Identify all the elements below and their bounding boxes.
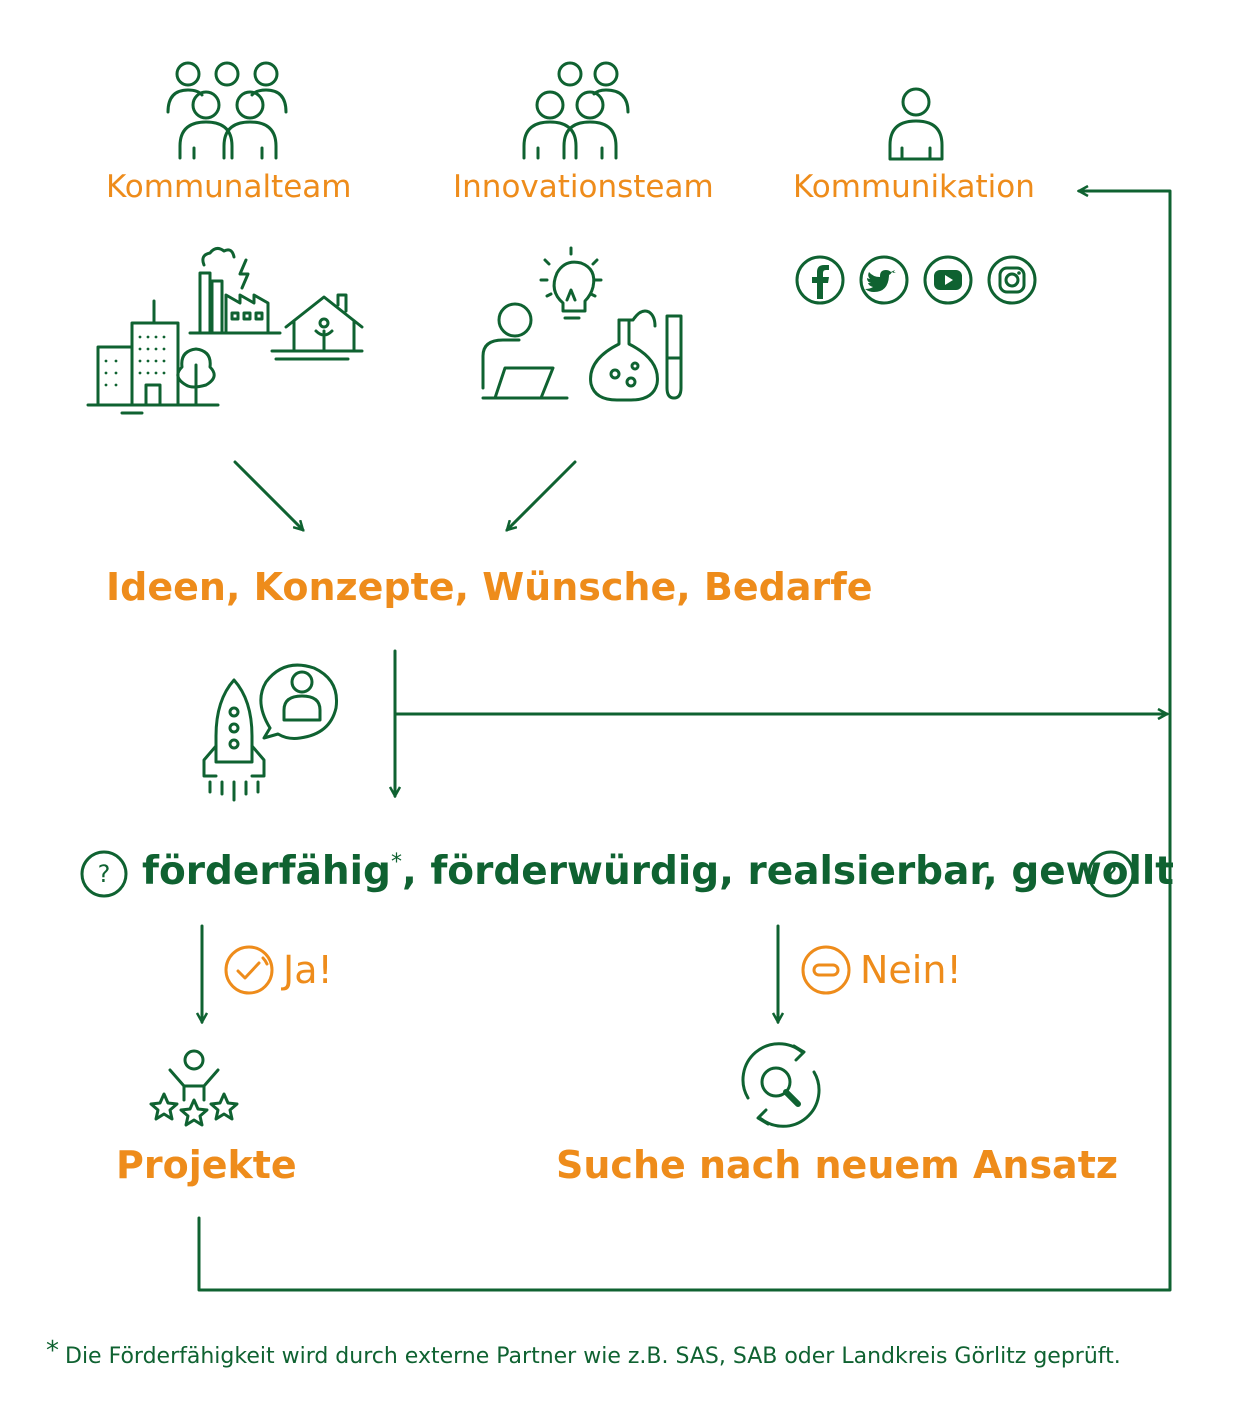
question-rest: , förderwürdig, realsierbar, gewollt xyxy=(401,849,1174,894)
search-label: Suche nach neuem Ansatz xyxy=(556,1143,1118,1187)
team-label-kommunal: Kommunalteam xyxy=(106,169,352,205)
youtube-icon[interactable] xyxy=(923,255,973,305)
no-label: Nein! xyxy=(860,948,962,992)
team-label-kommunikation: Kommunikation xyxy=(793,169,1035,205)
question-text: förderfähig*, förderwürdig, realsierbar,… xyxy=(142,849,1174,894)
question-first-criterion: förderfähig xyxy=(142,849,391,894)
svg-text:?: ? xyxy=(98,860,111,888)
feedback-loop-line xyxy=(197,191,1172,1292)
question-asterisk: * xyxy=(390,850,402,875)
innovation-icon xyxy=(481,246,683,402)
search-cycle-icon xyxy=(741,1042,821,1128)
yes-label: Ja! xyxy=(283,948,333,992)
projects-label: Projekte xyxy=(116,1143,297,1187)
check-circle-icon xyxy=(224,945,274,995)
person-icon xyxy=(888,87,944,161)
facebook-icon[interactable] xyxy=(795,255,845,305)
footnote-text: Die Förderfähigkeit wird durch externe P… xyxy=(65,1344,1121,1369)
people-group-icon xyxy=(166,61,288,160)
team-label-innovation: Innovationsteam xyxy=(453,169,714,205)
arrow-kommunal-to-ideen xyxy=(233,460,303,530)
twitter-icon[interactable] xyxy=(859,255,909,305)
svg-text:?: ? xyxy=(1105,860,1118,888)
question-icon-left: ? xyxy=(80,850,128,898)
minus-circle-icon xyxy=(801,945,851,995)
arrow-innovation-to-ideen xyxy=(507,460,577,530)
rocket-contact-icon xyxy=(202,663,339,802)
footnote-asterisk: * xyxy=(46,1336,59,1366)
ideas-label: Ideen, Konzepte, Wünsche, Bedarfe xyxy=(106,565,873,609)
question-icon-right: ? xyxy=(1087,850,1135,898)
footnote: *Die Förderfähigkeit wird durch externe … xyxy=(46,1336,1121,1368)
people-group-icon xyxy=(522,61,630,160)
achievement-stars-icon xyxy=(149,1049,239,1127)
instagram-icon[interactable] xyxy=(987,255,1037,305)
city-icon xyxy=(86,246,364,415)
